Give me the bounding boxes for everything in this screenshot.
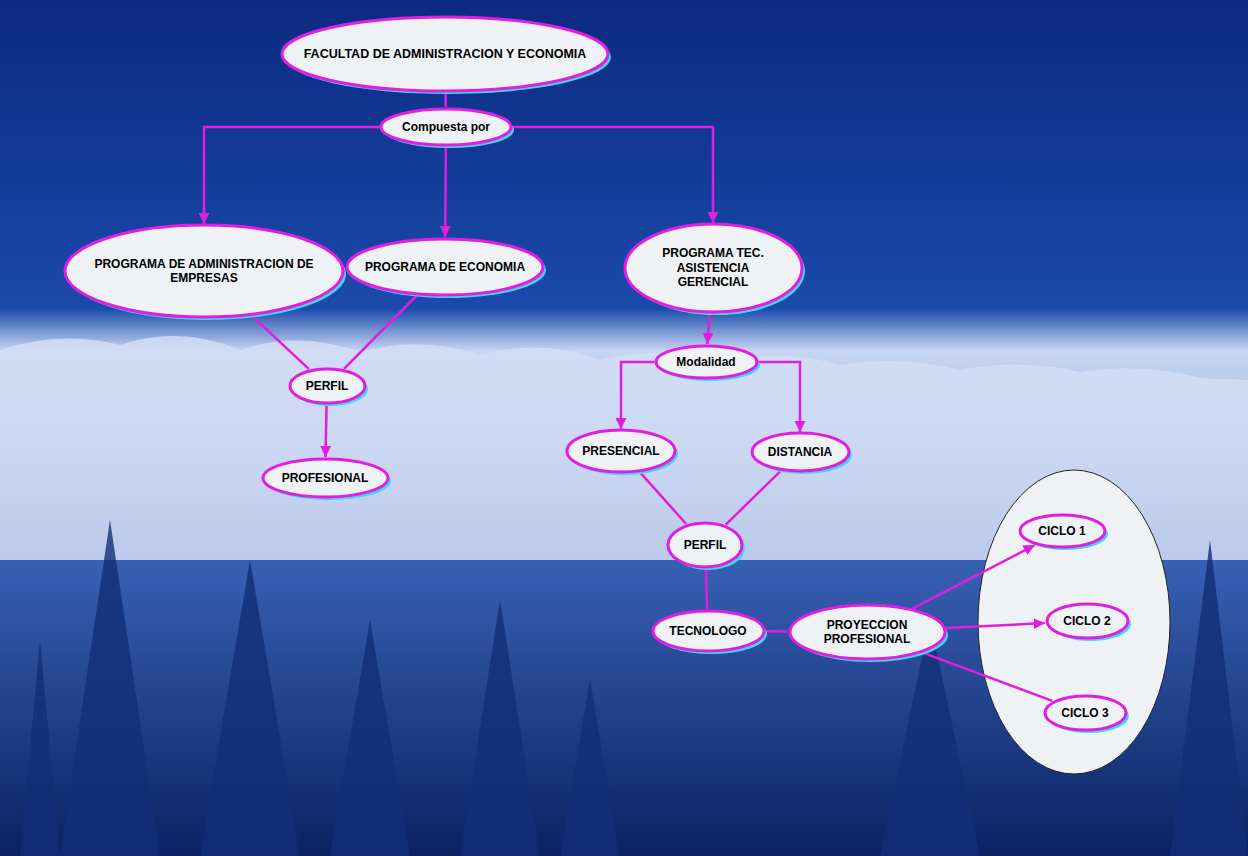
- node-text-group: PROGRAMA TEC. ASISTENCIA GERENCIAL: [648, 246, 778, 289]
- ellipse-border: [290, 369, 365, 403]
- snowy-treeline: [0, 336, 1248, 560]
- ellipse-border: [65, 225, 343, 317]
- ellipse-node: DISTANCIA: [750, 431, 851, 473]
- node-text-group: PERFIL: [306, 379, 349, 393]
- connector: [640, 473, 686, 524]
- node-text-group: Modalidad: [676, 355, 735, 369]
- node-text-group: DISTANCIA: [768, 445, 832, 459]
- node-label: Modalidad: [676, 355, 735, 369]
- ellipse-node: CICLO 1: [1018, 513, 1107, 549]
- node-label: FACULTAD DE ADMINISTRACION Y ECONOMIA: [304, 47, 587, 62]
- ellipse-border: [1020, 515, 1105, 547]
- node-label: PRESENCIAL: [582, 444, 659, 458]
- connector: [444, 93, 447, 107]
- connector: [913, 545, 1035, 608]
- node-label: TECNOLOGO: [669, 624, 746, 638]
- connector: [923, 653, 1053, 701]
- node-text-group: CICLO 3: [1061, 706, 1108, 720]
- node-text-group: TECNOLOGO: [669, 624, 746, 638]
- node-label: PROGRAMA DE ECONOMIA: [365, 260, 525, 274]
- node-label: CICLO 3: [1061, 706, 1108, 720]
- node-text-group: CICLO 1: [1038, 524, 1085, 538]
- ellipse-border: [668, 523, 742, 567]
- ellipse-node: PROYECCION PROFESIONAL: [788, 603, 947, 661]
- connector: [726, 471, 781, 524]
- node-label: PROFESIONAL: [282, 471, 369, 485]
- node-text-group: CICLO 2: [1063, 614, 1110, 628]
- connector: [325, 405, 326, 457]
- ellipse-node: Compuesta por: [379, 107, 513, 147]
- ellipse-node: FACULTAD DE ADMINISTRACION Y ECONOMIA: [280, 15, 610, 93]
- cycle-group-ellipse: [978, 470, 1170, 774]
- connector: [344, 296, 416, 369]
- connector: [758, 362, 801, 432]
- connector: [765, 630, 787, 633]
- ellipse-border: [625, 224, 802, 312]
- connector: [204, 127, 380, 224]
- ellipse-node: Modalidad: [654, 344, 759, 380]
- node-label: PROGRAMA TEC. ASISTENCIA GERENCIAL: [648, 246, 778, 289]
- node-label: CICLO 1: [1038, 524, 1085, 538]
- ellipse-border: [347, 239, 543, 295]
- ellipse-border: [1045, 696, 1126, 730]
- connector: [444, 147, 447, 237]
- ellipse-node: CICLO 3: [1043, 694, 1128, 732]
- ellipse-border: [263, 459, 388, 497]
- ellipse-node: PROGRAMA DE ECONOMIA: [345, 237, 545, 297]
- connector: [707, 314, 709, 344]
- connector: [252, 316, 309, 369]
- ellipse-border: [653, 611, 764, 651]
- node-text-group: PERFIL: [684, 538, 727, 552]
- node-text-group: PRESENCIAL: [582, 444, 659, 458]
- ellipse-node: CICLO 2: [1045, 602, 1130, 640]
- ellipse-border: [282, 17, 608, 91]
- node-label: DISTANCIA: [768, 445, 832, 459]
- node-label: PERFIL: [306, 379, 349, 393]
- node-text-group: PROYECCION PROFESIONAL: [817, 618, 917, 647]
- ellipse-border: [381, 109, 511, 145]
- connector: [706, 569, 707, 609]
- ellipse-node: TECNOLOGO: [651, 609, 766, 653]
- node-label: PROYECCION PROFESIONAL: [817, 618, 917, 647]
- ellipse-border: [567, 430, 675, 472]
- ellipse-border: [752, 433, 849, 471]
- connector: [512, 127, 713, 223]
- node-label: CICLO 2: [1063, 614, 1110, 628]
- ellipse-node: PERFIL: [666, 521, 744, 569]
- node-text-group: PROFESIONAL: [282, 471, 369, 485]
- ellipse-node: PROFESIONAL: [261, 457, 390, 499]
- node-label: Compuesta por: [402, 120, 490, 134]
- node-text-group: PROGRAMA DE ECONOMIA: [365, 260, 525, 274]
- ellipse-node: PRESENCIAL: [565, 428, 677, 474]
- connector: [621, 362, 655, 429]
- node-label: PROGRAMA DE ADMINISTRACION DE EMPRESAS: [84, 257, 324, 286]
- node-text-group: PROGRAMA DE ADMINISTRACION DE EMPRESAS: [84, 257, 324, 286]
- ellipse-border: [790, 605, 945, 659]
- ellipse-border: [656, 346, 757, 378]
- node-label: PERFIL: [684, 538, 727, 552]
- ellipse-border: [1047, 604, 1128, 638]
- node-text-group: FACULTAD DE ADMINISTRACION Y ECONOMIA: [304, 47, 587, 62]
- connector: [946, 623, 1045, 628]
- node-text-group: Compuesta por: [402, 120, 490, 134]
- ellipse-node: PROGRAMA TEC. ASISTENCIA GERENCIAL: [623, 222, 804, 314]
- ellipse-node: PERFIL: [288, 367, 367, 405]
- ellipse-node: PROGRAMA DE ADMINISTRACION DE EMPRESAS: [63, 223, 345, 319]
